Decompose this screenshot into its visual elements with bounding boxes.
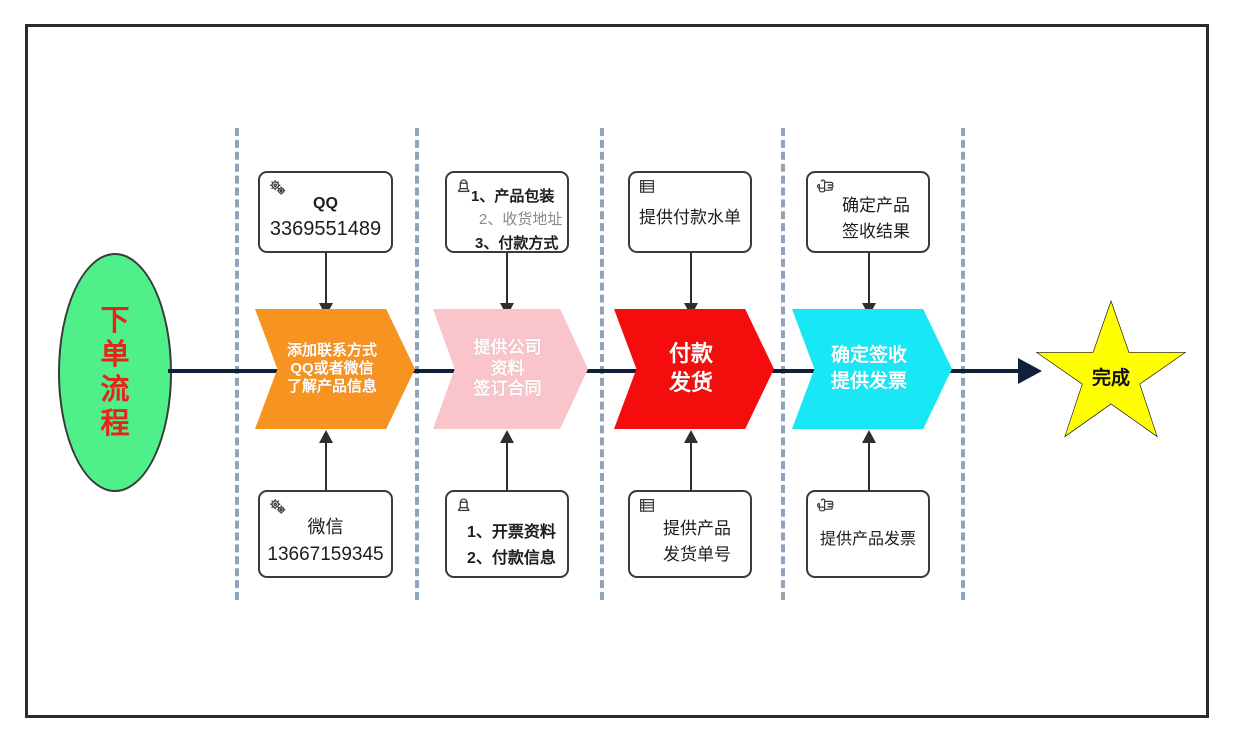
stage-4-top-box[interactable]: 确定产品 签收结果	[806, 171, 930, 253]
stage-3-chevron-label: 付款 发货	[669, 340, 713, 397]
stage-4-bottom-arrowhead	[862, 430, 876, 443]
connector-end-arrowhead	[1018, 358, 1042, 384]
stage-3-chevron-line-2: 发货	[668, 370, 713, 395]
stage-2-bottom-connector	[506, 442, 508, 500]
stage-2-top-box[interactable]: 1、产品包装 2、收货地址 3、付款方式	[445, 171, 569, 253]
stage-1-bottom-arrowhead	[319, 430, 333, 443]
stage-3-top-line-1: 提供付款水单	[639, 208, 741, 227]
end-node-label: 完成	[1091, 368, 1130, 389]
stage-2-top-line-3: 3、付款方式	[475, 234, 559, 252]
stage-1-chevron-label: 添加联系方式 QQ或者微信 了解产品信息	[287, 342, 377, 397]
gears-icon	[268, 497, 290, 519]
stage-3-bottom-line-1: 提供产品	[663, 519, 731, 538]
stage-2-chevron-line-2: 资料	[490, 358, 525, 378]
start-label-char-1: 下	[100, 305, 130, 338]
stage-1-chevron-line-1: 添加联系方式	[286, 341, 377, 359]
stage-2-chevron-line-3: 签订合同	[473, 379, 542, 399]
stage-2-top-connector	[506, 253, 508, 309]
stage-4-bottom-box-text: 提供产品发票	[808, 528, 928, 552]
stage-1-top-box-text: QQ 3369551489	[260, 192, 391, 244]
stage-4-chevron-line-1: 确定签收	[830, 345, 907, 367]
stage-3-bottom-connector	[690, 442, 692, 500]
stage-2-bottom-arrowhead	[500, 430, 514, 443]
stage-1-bottom-connector	[325, 442, 327, 500]
stage-1-chevron[interactable]: 添加联系方式 QQ或者微信 了解产品信息	[255, 309, 415, 429]
stage-2-bottom-box-text: 1、开票资料 2、付款信息	[447, 520, 567, 571]
stage-3-bottom-box-text: 提供产品 发货单号	[630, 516, 750, 569]
stage-4-bottom-connector	[868, 442, 870, 500]
stage-2-bottom-line-1: 1、开票资料	[467, 524, 556, 541]
stage-1-top-line-2: 3369551489	[269, 218, 382, 241]
connector-stage3-to-stage4	[760, 369, 834, 373]
person-icon	[455, 178, 477, 200]
column-divider-1	[235, 128, 239, 600]
stage-4-bottom-line-1: 提供产品发票	[819, 531, 916, 548]
start-label-char-3: 流	[100, 373, 130, 406]
stage-2-top-box-text: 1、产品包装 2、收货地址 3、付款方式	[447, 185, 567, 255]
stage-4-top-box-text: 确定产品 签收结果	[808, 193, 928, 246]
stage-3-bottom-arrowhead	[684, 430, 698, 443]
start-node[interactable]: 下 单 流 程	[58, 253, 172, 492]
stage-4-chevron-line-2: 提供发票	[830, 371, 907, 392]
gears-icon	[268, 178, 290, 200]
pointing-hand-icon	[816, 497, 838, 519]
start-label-char-2: 单	[100, 339, 130, 372]
start-label-char-4: 程	[100, 407, 130, 440]
stage-3-chevron-line-1: 付款	[668, 341, 713, 367]
stage-2-top-line-1: 1、产品包装	[471, 188, 555, 205]
column-divider-5	[961, 128, 965, 600]
stage-2-chevron[interactable]: 提供公司 资料 签订合同	[433, 309, 588, 429]
stage-1-chevron-line-2: QQ或者微信	[290, 359, 374, 377]
stage-2-chevron-line-1: 提供公司	[473, 337, 542, 357]
connector-stage1-to-stage2	[396, 369, 468, 373]
start-node-label: 下 单 流 程	[100, 304, 129, 441]
stage-1-top-connector	[325, 253, 327, 309]
person-icon	[455, 497, 477, 519]
stage-3-top-box-text: 提供付款水单	[630, 205, 750, 231]
stage-2-bottom-box[interactable]: 1、开票资料 2、付款信息	[445, 490, 569, 578]
list-document-icon	[638, 178, 660, 200]
connector-stage4-to-end	[940, 369, 1020, 373]
column-divider-3	[600, 128, 604, 600]
connector-stage2-to-stage3	[578, 369, 650, 373]
stage-2-bottom-line-2: 2、付款信息	[467, 549, 556, 567]
stage-1-chevron-line-3: 了解产品信息	[286, 378, 377, 396]
stage-3-top-box[interactable]: 提供付款水单	[628, 171, 752, 253]
stage-2-chevron-label: 提供公司 资料 签订合同	[474, 338, 542, 400]
stage-1-top-box[interactable]: QQ 3369551489	[258, 171, 393, 253]
column-divider-2	[415, 128, 419, 600]
stage-1-top-line-1: QQ	[313, 195, 338, 212]
stage-4-chevron-label: 确定签收 提供发票	[831, 343, 907, 394]
stage-4-top-connector	[868, 253, 870, 309]
stage-4-top-line-1: 确定产品	[842, 196, 910, 215]
stage-1-bottom-box[interactable]: 微信 13667159345	[258, 490, 393, 578]
stage-4-chevron[interactable]: 确定签收 提供发票	[792, 309, 952, 429]
column-divider-4	[781, 128, 785, 600]
stage-2-top-line-2: 2、收货地址	[479, 211, 563, 229]
connector-start-to-stage1	[168, 369, 278, 373]
stage-4-bottom-box[interactable]: 提供产品发票	[806, 490, 930, 578]
stage-3-bottom-box[interactable]: 提供产品 发货单号	[628, 490, 752, 578]
stage-3-chevron[interactable]: 付款 发货	[614, 309, 774, 429]
list-document-icon	[638, 497, 660, 519]
stage-1-bottom-line-2: 13667159345	[267, 544, 384, 565]
stage-1-bottom-line-1: 微信	[307, 517, 344, 537]
stage-4-top-line-2: 签收结果	[842, 222, 910, 242]
stage-3-top-connector	[690, 253, 692, 309]
pointing-hand-icon	[816, 178, 838, 200]
stage-1-bottom-box-text: 微信 13667159345	[260, 514, 391, 570]
stage-3-bottom-line-2: 发货单号	[663, 545, 731, 565]
